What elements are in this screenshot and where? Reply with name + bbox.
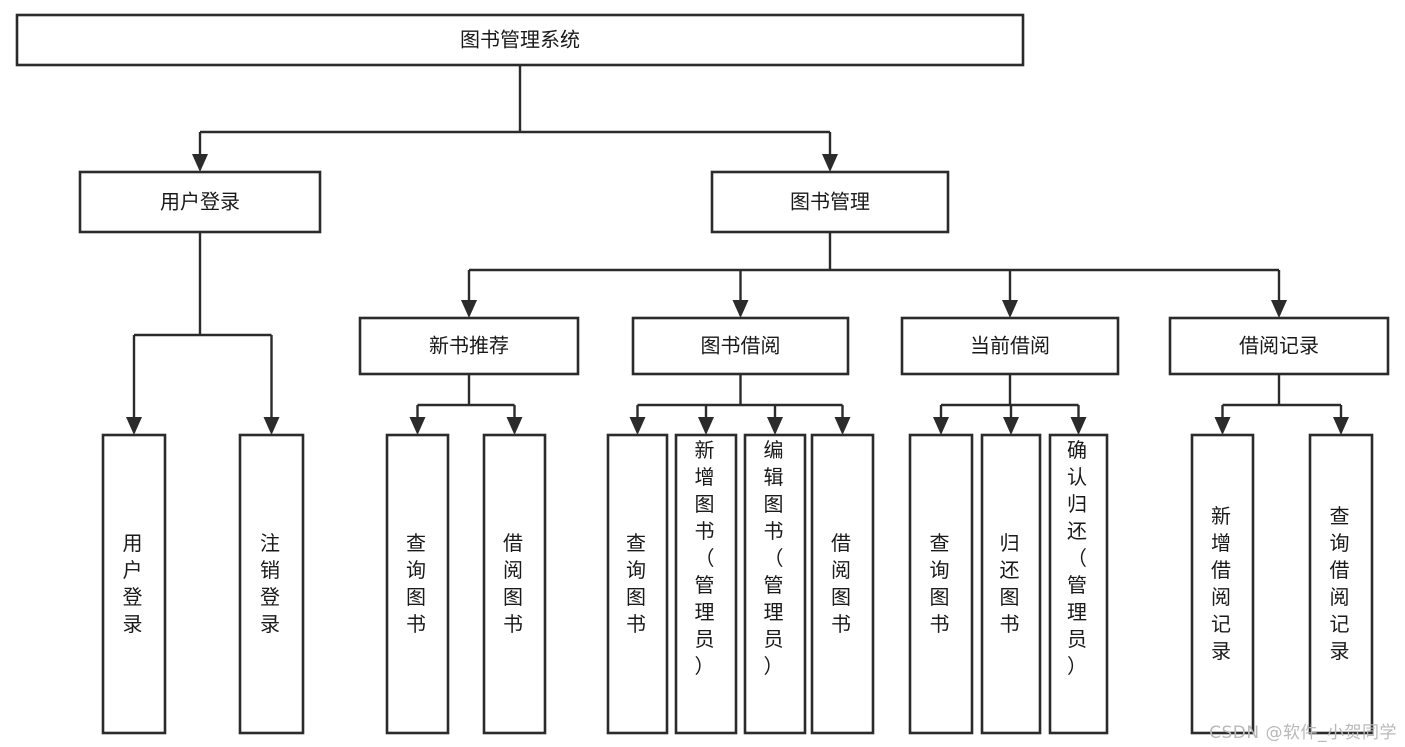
node-user-login[interactable]: 用户登录 (78, 170, 322, 234)
node-leaf-confirm-return[interactable]: 确认归还（管理员） (1048, 433, 1109, 735)
node-label-borrow-record: 借阅记录 (1239, 334, 1319, 358)
node-box-leaf-borrow-book-1 (482, 433, 547, 735)
node-box-leaf-add-book (674, 433, 738, 735)
node-label-current-borrow: 当前借阅 (970, 334, 1050, 358)
to-leaf-borrow-book-2-arrowhead (834, 417, 851, 435)
to-book-manage-arrowhead (822, 154, 838, 172)
node-leaf-add-book[interactable]: 新增图书（管理员） (674, 433, 738, 735)
node-box-leaf-confirm-return (1048, 433, 1109, 735)
node-label-book-manage: 图书管理 (790, 190, 870, 214)
to-leaf-query-book-1-arrowhead (409, 417, 426, 435)
to-leaf-logout-arrowhead (263, 417, 280, 435)
node-label-leaf-return-book: 归还图书 (1000, 531, 1023, 636)
node-box-leaf-query-record (1308, 433, 1374, 735)
node-box-leaf-query-book-2 (606, 433, 669, 735)
node-box-current-borrow (900, 316, 1120, 376)
to-leaf-borrow-book-1-arrowhead (506, 417, 523, 435)
to-borrow-record-arrowhead (1271, 300, 1287, 318)
node-leaf-query-record[interactable]: 查询借阅记录 (1308, 433, 1374, 735)
node-book-manage[interactable]: 图书管理 (710, 170, 950, 234)
node-label-leaf-query-book-2: 查询图书 (626, 531, 649, 636)
to-leaf-query-book-2-arrowhead (629, 417, 646, 435)
node-box-user-login (78, 170, 322, 234)
node-box-root (15, 13, 1025, 67)
node-leaf-query-book-3[interactable]: 查询图书 (908, 433, 974, 735)
to-leaf-add-record-arrowhead (1214, 417, 1231, 435)
to-current-borrow-arrowhead (1002, 300, 1018, 318)
node-label-new-book-recommend: 新书推荐 (429, 334, 509, 358)
connector-layer (126, 65, 1349, 435)
node-box-leaf-borrow-book-2 (810, 433, 875, 735)
node-label-leaf-user-login: 用户登录 (123, 531, 146, 636)
node-label-leaf-query-book-1: 查询图书 (406, 531, 429, 636)
node-label-leaf-confirm-return: 确认归还（管理员） (1067, 438, 1090, 678)
to-book-borrow-arrowhead (732, 300, 749, 318)
node-box-leaf-user-login (101, 433, 167, 735)
node-label-leaf-borrow-book-1: 借阅图书 (503, 531, 526, 636)
node-label-root: 图书管理系统 (460, 28, 580, 52)
node-box-leaf-return-book (980, 433, 1042, 735)
node-label-user-login: 用户登录 (160, 190, 240, 214)
node-leaf-return-book[interactable]: 归还图书 (980, 433, 1042, 735)
node-box-borrow-record (1168, 316, 1390, 376)
to-leaf-user-login-arrowhead (126, 417, 142, 435)
to-new-book-recommend-arrowhead (461, 300, 477, 318)
node-current-borrow[interactable]: 当前借阅 (900, 316, 1120, 376)
to-leaf-query-record-arrowhead (1333, 417, 1349, 435)
to-leaf-confirm-return-arrowhead (1070, 417, 1087, 435)
node-book-borrow[interactable]: 图书借阅 (631, 316, 850, 376)
node-box-leaf-logout (238, 433, 305, 735)
node-label-leaf-edit-book: 编辑图书（管理员） (764, 438, 787, 678)
node-borrow-record[interactable]: 借阅记录 (1168, 316, 1390, 376)
node-box-book-borrow (631, 316, 850, 376)
node-box-leaf-add-record (1190, 433, 1255, 735)
node-label-leaf-borrow-book-2: 借阅图书 (831, 531, 854, 636)
node-box-leaf-edit-book (743, 433, 807, 735)
node-new-book-recommend[interactable]: 新书推荐 (358, 316, 580, 376)
node-leaf-borrow-book-2[interactable]: 借阅图书 (810, 433, 875, 735)
node-box-leaf-query-book-3 (908, 433, 974, 735)
to-leaf-return-book-arrowhead (1003, 417, 1019, 435)
node-root[interactable]: 图书管理系统 (15, 13, 1025, 67)
node-leaf-logout[interactable]: 注销登录 (238, 433, 305, 735)
to-user-login-arrowhead (192, 154, 208, 172)
node-label-leaf-add-book: 新增图书（管理员） (695, 438, 718, 678)
node-box-leaf-query-book-1 (385, 433, 450, 735)
node-leaf-edit-book[interactable]: 编辑图书（管理员） (743, 433, 807, 735)
node-label-leaf-add-record: 新增借阅记录 (1211, 504, 1234, 663)
node-label-book-borrow: 图书借阅 (701, 334, 781, 358)
node-layer: 用户登录图书管理新书推荐图书借阅当前借阅借阅记录图书管理系统用户登录注销登录查询… (15, 13, 1390, 735)
node-leaf-query-book-1[interactable]: 查询图书 (385, 433, 450, 735)
node-box-book-manage (710, 170, 950, 234)
node-box-new-book-recommend (358, 316, 580, 376)
node-leaf-add-record[interactable]: 新增借阅记录 (1190, 433, 1255, 735)
node-leaf-user-login[interactable]: 用户登录 (101, 433, 167, 735)
node-label-leaf-logout: 注销登录 (260, 531, 283, 636)
to-leaf-edit-book-arrowhead (767, 417, 783, 435)
node-label-leaf-query-record: 查询借阅记录 (1330, 504, 1353, 663)
node-leaf-borrow-book-1[interactable]: 借阅图书 (482, 433, 547, 735)
node-leaf-query-book-2[interactable]: 查询图书 (606, 433, 669, 735)
to-leaf-add-book-arrowhead (698, 417, 714, 435)
to-leaf-query-book-3-arrowhead (933, 417, 949, 435)
node-label-leaf-query-book-3: 查询图书 (930, 531, 953, 636)
